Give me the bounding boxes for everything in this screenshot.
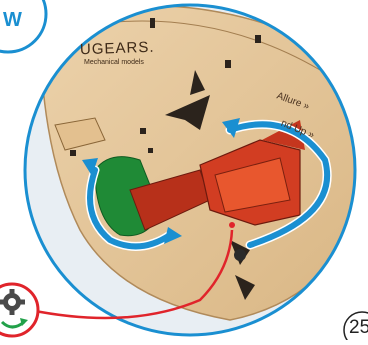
shaft-hole <box>234 249 246 261</box>
badge-gear <box>0 284 38 336</box>
magnified-view <box>25 5 368 335</box>
badge-letter: W <box>3 9 22 32</box>
brand-engraving: UGEARS. <box>80 39 155 59</box>
tagline-engraving: Mechanical models <box>84 59 144 66</box>
page-number: 25 <box>349 317 368 339</box>
